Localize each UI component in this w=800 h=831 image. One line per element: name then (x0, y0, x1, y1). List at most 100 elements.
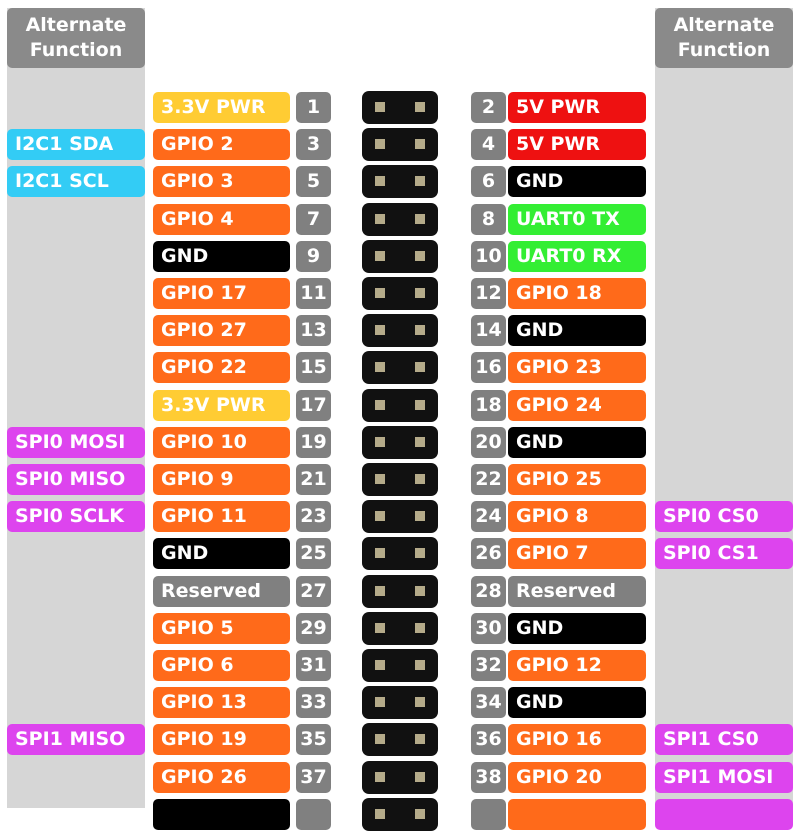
pin-number-left: 1 (296, 92, 331, 123)
pin-label-right: UART0 TX (508, 203, 646, 235)
pin-label-left: GPIO 9 (153, 464, 290, 495)
pin-number-left (296, 798, 331, 830)
pin-number-right: 38 (471, 761, 506, 793)
alt-function-left: I2C1 SCL (7, 166, 145, 198)
pin-label-right: GPIO 20 (508, 761, 646, 793)
pin-contact (375, 288, 385, 298)
alt-function-right: SPI1 MOSI (655, 761, 793, 793)
pin-label-left: GPIO 10 (153, 426, 290, 458)
pin-label-right: GND (508, 166, 646, 198)
pin-number-left: 3 (296, 129, 331, 161)
alt-function-right (655, 798, 793, 830)
pin-number-left: 19 (296, 426, 331, 458)
header-pin-pair (362, 611, 438, 645)
pin-contact (415, 139, 425, 150)
pin-number-left: 5 (296, 166, 331, 198)
pin-contact (415, 511, 425, 522)
header-pin-pair (362, 128, 438, 162)
header-pin-pair (362, 537, 438, 571)
header-pin-pair (362, 425, 438, 459)
pin-contact (415, 734, 425, 745)
pin-label-left: GPIO 17 (153, 278, 290, 309)
header-pin-pair (362, 351, 438, 385)
pin-number-left: 9 (296, 240, 331, 272)
pin-number-left: 29 (296, 612, 331, 644)
pin-number-right: 26 (471, 538, 506, 570)
header-pin-pair (362, 388, 438, 422)
pin-label-left: GND (153, 240, 290, 272)
pin-number-right: 10 (471, 240, 506, 272)
pin-label-right: GPIO 12 (508, 650, 646, 681)
pin-number-left: 7 (296, 203, 331, 235)
alt-function-right: SPI0 CS1 (655, 538, 793, 570)
pin-label-right: GPIO 16 (508, 724, 646, 756)
pin-label-right: GPIO 23 (508, 352, 646, 384)
pin-label-left: GPIO 6 (153, 650, 290, 681)
pin-label-right: GPIO 18 (508, 278, 646, 309)
pin-number-left: 37 (296, 761, 331, 793)
left-alt-header: Alternate Function (7, 8, 145, 68)
pin-contact (415, 325, 425, 336)
pin-number-left: 15 (296, 352, 331, 384)
pin-label-right: Reserved (508, 575, 646, 607)
header-pin-pair (362, 91, 438, 124)
pin-label-right: 5V PWR (508, 129, 646, 161)
pin-number-right: 12 (471, 278, 506, 309)
pin-number-right: 22 (471, 464, 506, 495)
pin-number-right: 16 (471, 352, 506, 384)
pin-number-left: 23 (296, 501, 331, 533)
header-pin-pair (362, 314, 438, 348)
header-pin-pair (362, 165, 438, 199)
pin-label-right: UART0 RX (508, 240, 646, 272)
pin-number-left: 27 (296, 575, 331, 607)
pin-number-left: 13 (296, 315, 331, 347)
pin-contact (375, 622, 385, 633)
header-pin-pair (362, 649, 438, 682)
pin-contact (375, 548, 385, 559)
pin-number-left: 33 (296, 687, 331, 719)
pin-label-left: GPIO 13 (153, 687, 290, 719)
pin-contact (375, 771, 385, 782)
alt-function-left: SPI0 MISO (7, 464, 145, 495)
pin-number-right: 34 (471, 687, 506, 719)
header-pin-pair (362, 202, 438, 236)
pin-label-left: Reserved (153, 575, 290, 607)
pin-label-left: GPIO 4 (153, 203, 290, 235)
pin-label-left: GPIO 2 (153, 129, 290, 161)
pin-label-right: GND (508, 315, 646, 347)
pin-label-left: GPIO 27 (153, 315, 290, 347)
header-pin-pair (362, 797, 438, 831)
pin-label-right (508, 798, 646, 830)
pin-contact (415, 250, 425, 261)
pin-label-left: 3.3V PWR (153, 92, 290, 123)
pin-contact (415, 548, 425, 559)
alt-function-left: SPI1 MISO (7, 724, 145, 756)
pin-contact (375, 139, 385, 150)
pin-label-right: 5V PWR (508, 92, 646, 123)
pin-label-left (153, 798, 290, 830)
alt-function-left: SPI0 MOSI (7, 426, 145, 458)
alt-function-right: SPI1 CS0 (655, 724, 793, 756)
header-pin-pair (362, 574, 438, 608)
header-pin-pair (362, 277, 438, 310)
pin-contact (415, 362, 425, 373)
pin-number-right: 8 (471, 203, 506, 235)
left-alt-column (7, 8, 145, 808)
pin-contact (415, 771, 425, 782)
pin-contact (375, 362, 385, 373)
pin-contact (415, 213, 425, 224)
pin-contact (375, 436, 385, 447)
header-pin-pair (362, 723, 438, 757)
pin-contact (375, 399, 385, 410)
pin-number-left: 11 (296, 278, 331, 309)
header-pin-pair (362, 500, 438, 534)
pin-label-left: GPIO 5 (153, 612, 290, 644)
pin-contact (375, 325, 385, 336)
pin-number-right: 30 (471, 612, 506, 644)
pin-contact (375, 474, 385, 484)
pin-number-right: 14 (471, 315, 506, 347)
pin-contact (375, 213, 385, 224)
pin-contact (415, 176, 425, 187)
pin-label-left: GPIO 26 (153, 761, 290, 793)
pin-contact (415, 436, 425, 447)
